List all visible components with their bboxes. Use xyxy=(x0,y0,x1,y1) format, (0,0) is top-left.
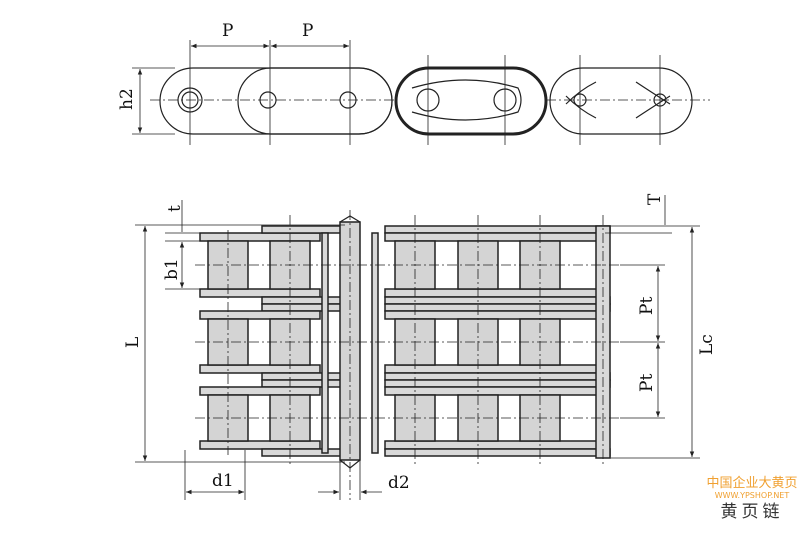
watermark: 中国企业大黄页 WWW.YPSHOP.NET 黄页链 xyxy=(704,476,800,523)
pin-length-label: L xyxy=(123,337,143,348)
plate-thickness-T-label: T xyxy=(645,193,665,205)
watermark-line1: 中国企业大黄页 xyxy=(706,476,798,491)
watermark-line3: 黄页链 xyxy=(720,502,784,522)
inner-width-label: b1 xyxy=(162,258,182,280)
transverse-pitch-label: Pt xyxy=(637,374,657,392)
pin-diameter-label: d2 xyxy=(388,473,410,493)
transverse-pitch-label: Pt xyxy=(637,297,657,315)
pitch-label: P xyxy=(222,21,233,41)
plate-height-label: h2 xyxy=(117,88,137,110)
chain-side-view: P P h2 xyxy=(117,21,710,145)
rollers xyxy=(207,240,561,442)
pin-length-connecting-label: Lc xyxy=(697,334,717,355)
watermark-url: WWW.YPSHOP.NET xyxy=(714,491,790,500)
pitch-label: P xyxy=(302,21,313,41)
roller-diameter-label: d1 xyxy=(212,471,234,491)
plate-thickness-t-label: t xyxy=(165,205,185,212)
chain-top-view: t T b1 L Lc Pt Pt d1 d2 xyxy=(123,193,717,500)
